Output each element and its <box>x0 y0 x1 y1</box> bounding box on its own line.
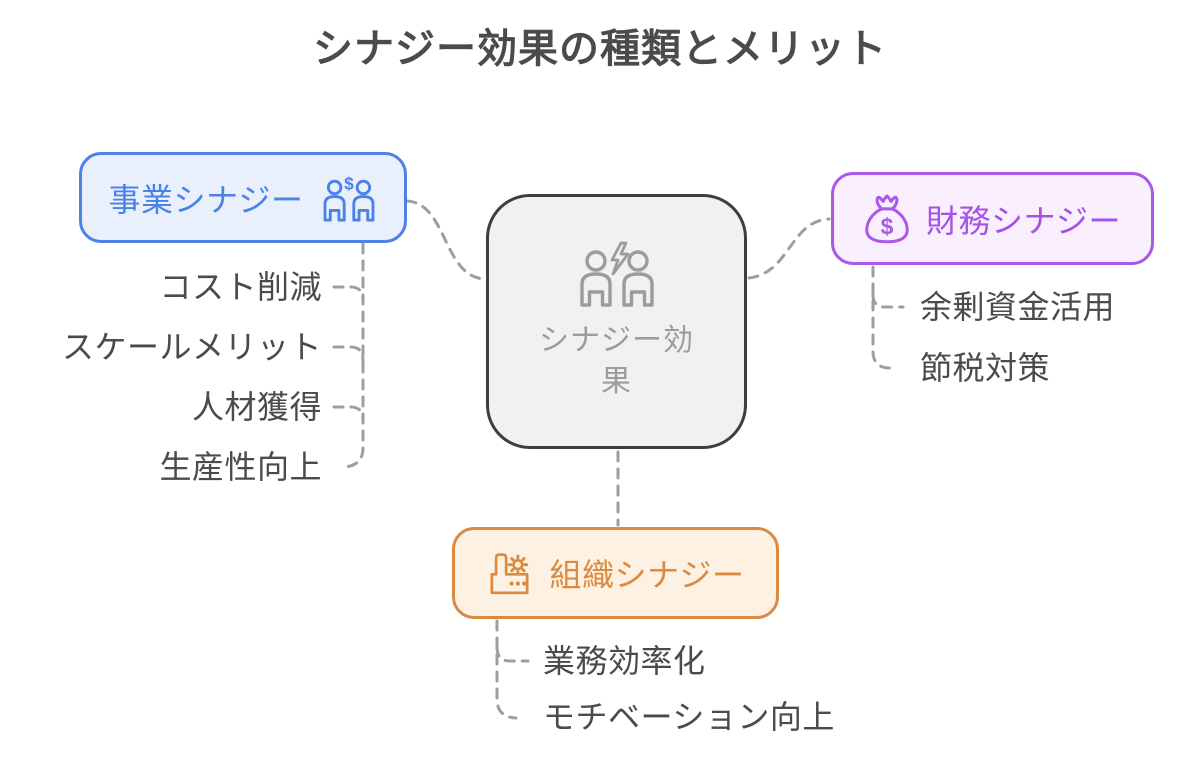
center-node-label: シナジー効果 <box>539 324 694 398</box>
connector-item-cost-reduction <box>332 285 365 303</box>
item-cost-reduction: コスト削減 <box>159 269 322 305</box>
organization-synergy-node: 組織シナジー <box>452 527 779 619</box>
item-motivation-improvement: モチベーション向上 <box>543 699 835 735</box>
organization-synergy-label: 組織シナジー <box>549 557 745 593</box>
item-scale-merit: スケールメリット <box>61 329 322 365</box>
connector-organization-items-trunk <box>495 619 518 720</box>
item-talent-acquisition: 人材獲得 <box>191 389 322 425</box>
business-synergy-node: 事業シナジー $ <box>79 152 407 243</box>
people-dollar-icon: $ <box>320 174 378 222</box>
connector-item-talent-acquisition <box>332 405 365 423</box>
item-work-efficiency: 業務効率化 <box>543 643 706 679</box>
business-synergy-label: 事業シナジー <box>108 181 304 218</box>
connector-item-scale-merit <box>332 345 365 363</box>
item-surplus-funds-utilization: 余剰資金活用 <box>920 289 1116 325</box>
connector-business-to-center <box>405 199 486 281</box>
finance-synergy-node: $ 財務シナジー <box>831 172 1154 265</box>
item-tax-saving: 節税対策 <box>920 350 1051 386</box>
people-synergy-bolt-icon <box>575 241 659 307</box>
connector-business-items-trunk <box>343 242 365 469</box>
finance-synergy-label: 財務シナジー <box>925 202 1121 239</box>
connector-item-work-efficiency <box>495 645 530 663</box>
svg-text:$: $ <box>344 174 354 193</box>
money-bag-icon: $ <box>864 193 910 244</box>
connector-finance-items-trunk <box>871 265 898 370</box>
synergy-effect-center-node: シナジー効果 <box>486 194 747 449</box>
diagram-title: シナジー効果の種類とメリット <box>313 27 887 71</box>
connector-item-surplus-funds <box>871 293 905 309</box>
factory-icon <box>486 550 533 597</box>
svg-text:$: $ <box>881 213 894 239</box>
item-productivity-improvement: 生産性向上 <box>159 449 322 485</box>
connector-center-to-finance <box>747 217 831 280</box>
